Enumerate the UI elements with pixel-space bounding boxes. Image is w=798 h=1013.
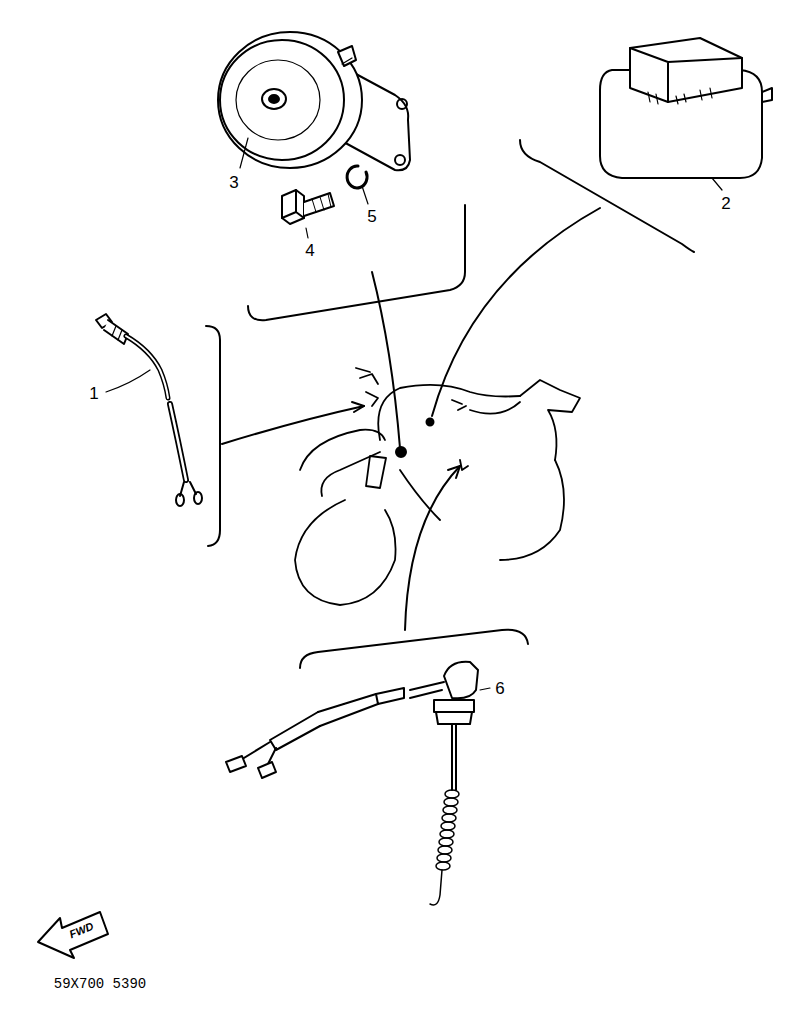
brake-switch-rear	[226, 662, 478, 790]
flasher-relay	[600, 38, 772, 178]
leader-line	[222, 406, 364, 444]
callout-number: 1	[89, 385, 98, 402]
forward-arrow	[38, 912, 108, 958]
group-bracket	[520, 140, 694, 252]
horn	[218, 32, 410, 170]
brake-switch	[96, 314, 202, 506]
callout-number: 5	[367, 208, 376, 225]
callout-number: 4	[305, 242, 314, 259]
group-bracket	[206, 326, 220, 546]
callout-number: 3	[229, 174, 238, 191]
bolt	[282, 190, 334, 224]
spring	[430, 790, 459, 905]
leader-line	[405, 466, 460, 630]
callout-number: 6	[495, 680, 504, 697]
motorcycle	[295, 368, 580, 605]
washer	[347, 166, 367, 188]
group-bracket	[248, 205, 465, 320]
leader-line	[432, 208, 600, 416]
drawing-code: 59X700 5390	[54, 977, 146, 991]
callout-number: 2	[721, 195, 730, 212]
group-bracket	[300, 630, 528, 668]
leader-line	[372, 272, 400, 448]
